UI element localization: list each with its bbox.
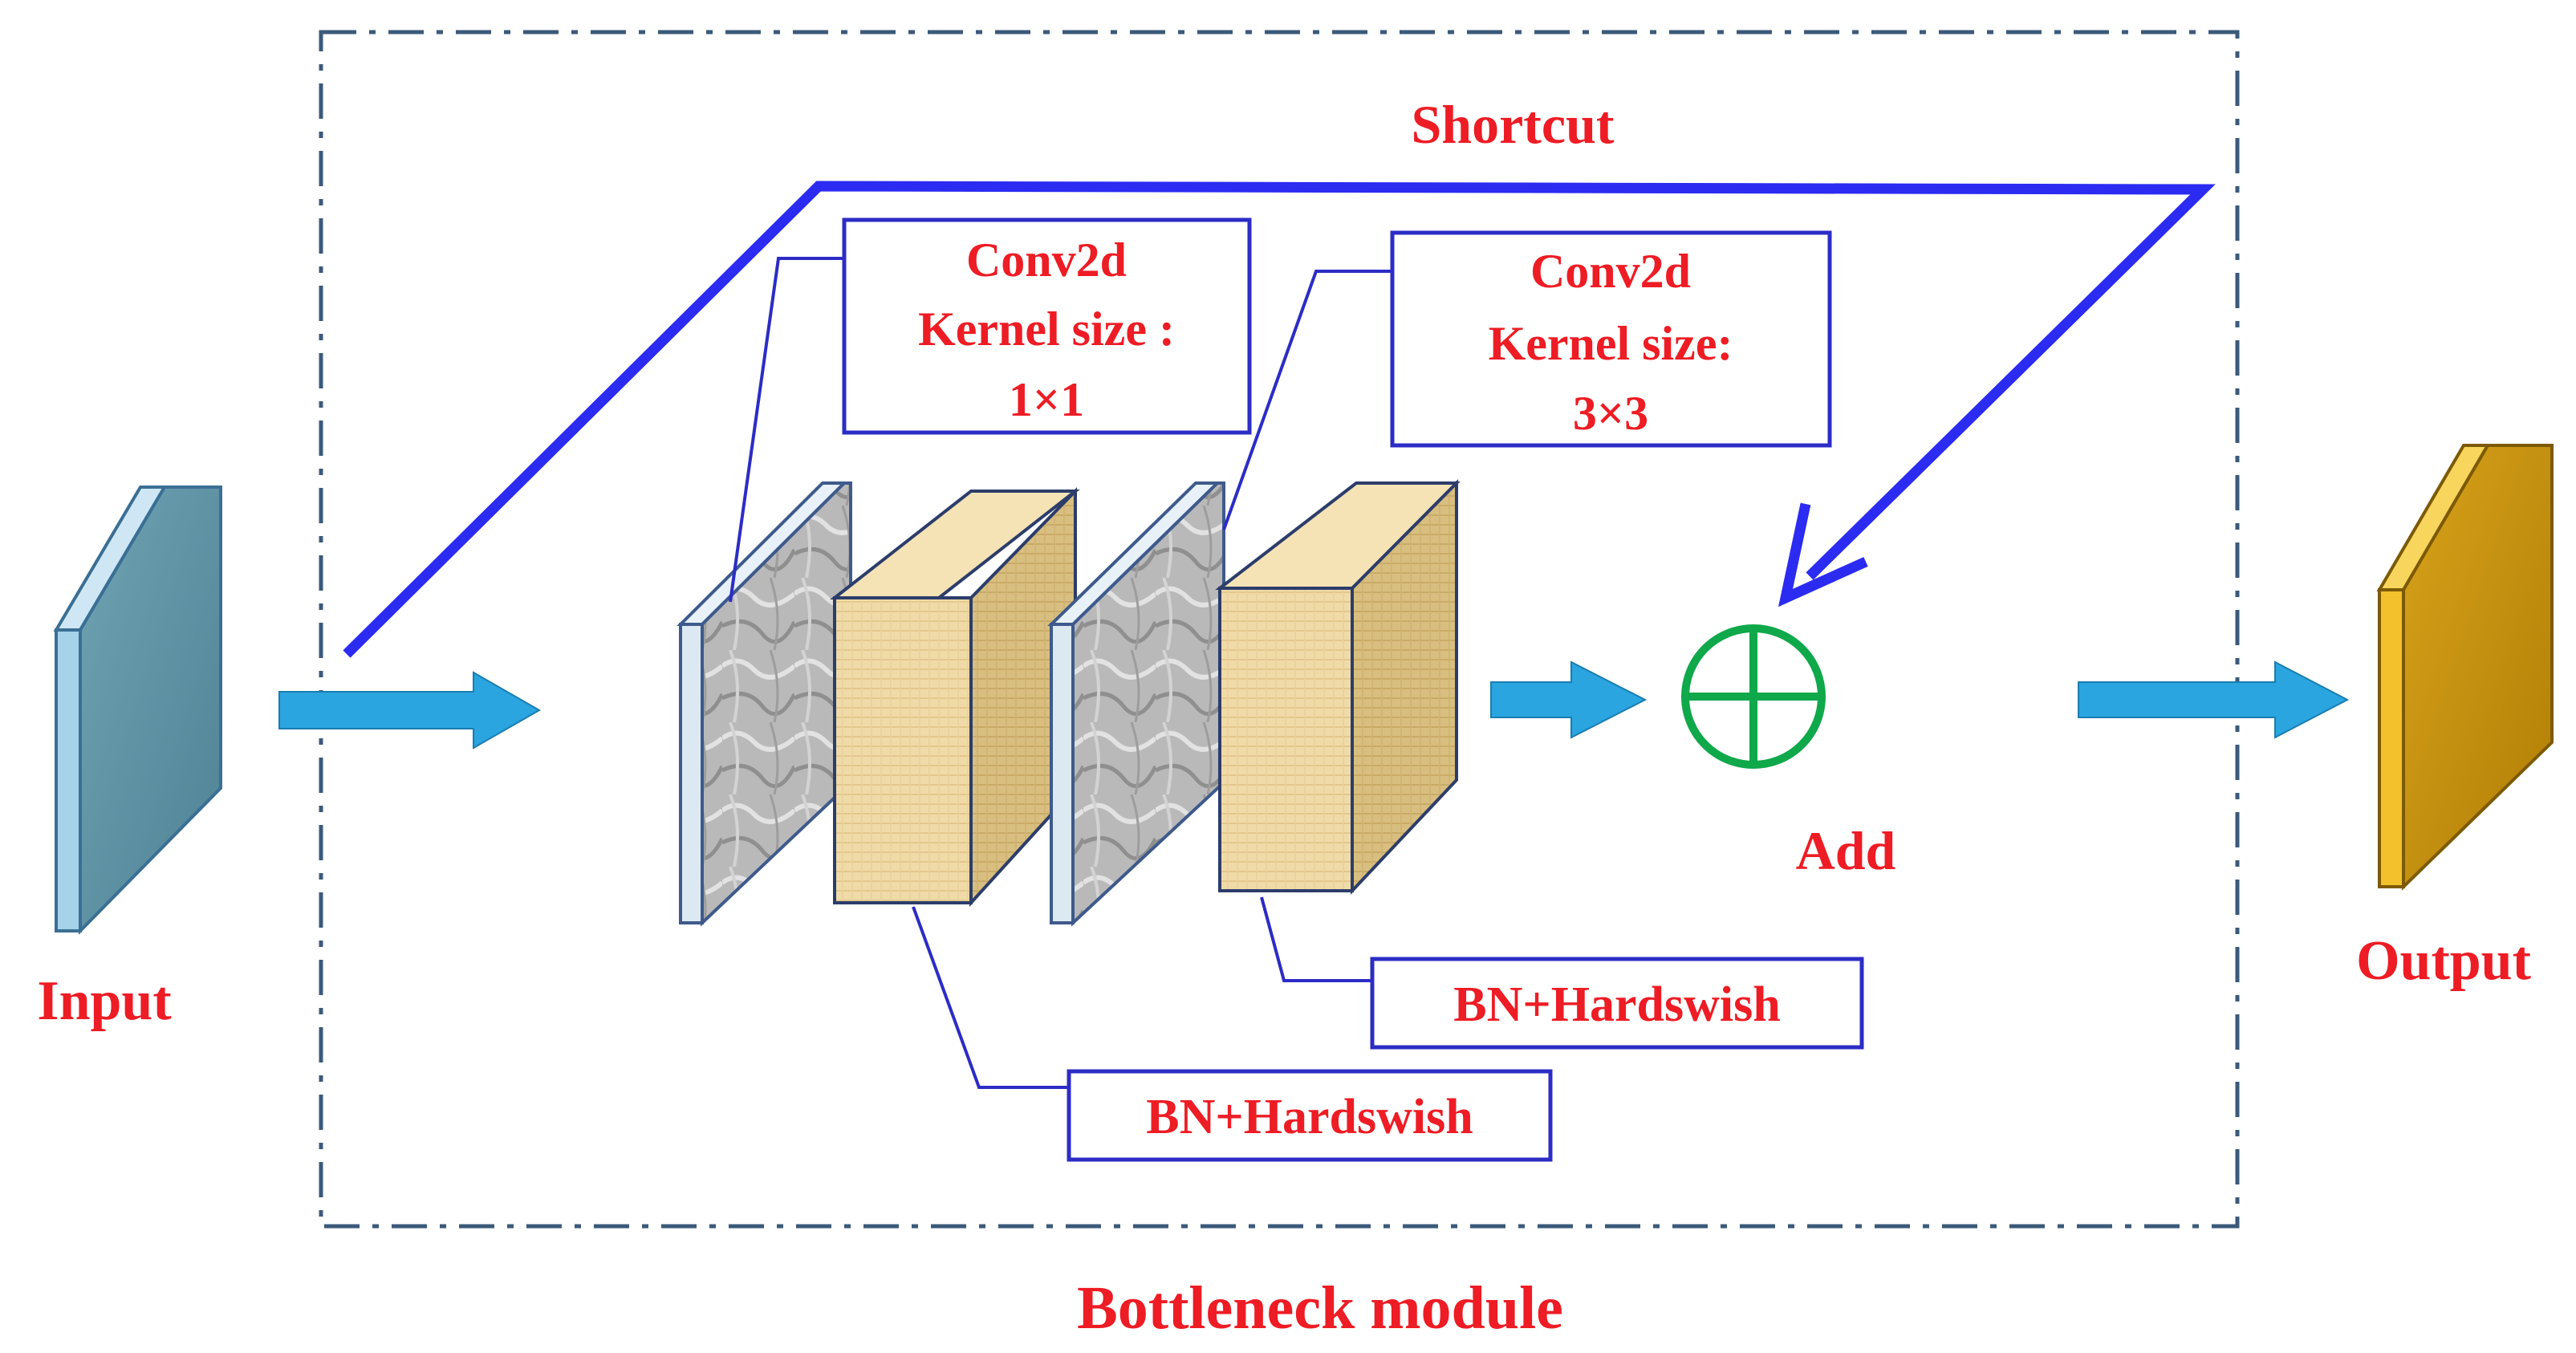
flow-arrow-output [2078,660,2350,739]
conv1-box [842,217,1252,435]
bn1-text: BN+Hardswish [1146,1090,1473,1144]
bn-block-1 [830,487,1080,908]
output-block [2376,444,2554,891]
conv2-line1: Conv2d [1530,245,1691,298]
bn2-leader-line [1260,896,1372,982]
bn2-text: BN+Hardswish [1453,977,1780,1032]
circle-plus-icon [1681,624,1826,769]
add-label: Add [1796,820,1896,881]
input-block [53,486,222,935]
bn1-leader-line [912,906,1069,1089]
input-label: Input [37,970,171,1032]
conv-block-3x3 [1047,481,1225,927]
conv1-line1: Conv2d [966,234,1127,286]
conv1-leader-line [729,257,844,603]
module-label: Bottleneck module [1077,1274,1563,1342]
shortcut-arrow [343,181,2216,658]
conv2-box [1390,230,1832,448]
flow-arrow-input [278,671,542,750]
conv1-line2: Kernel size : [918,303,1175,356]
bn1-box [1067,1069,1553,1162]
module-border [319,30,2240,1229]
conv2-line3: 3×3 [1573,387,1648,440]
bn-block-2 [1215,479,1461,896]
conv2-leader-line [1222,270,1392,530]
conv-block-1x1 [677,481,852,927]
shortcut-label: Shortcut [1411,94,1614,155]
output-label: Output [2356,930,2531,992]
bn2-box [1370,957,1864,1050]
conv2-line2: Kernel size: [1489,317,1733,370]
flow-arrow-to-add [1490,660,1648,739]
conv1-line3: 1×1 [1009,373,1084,426]
